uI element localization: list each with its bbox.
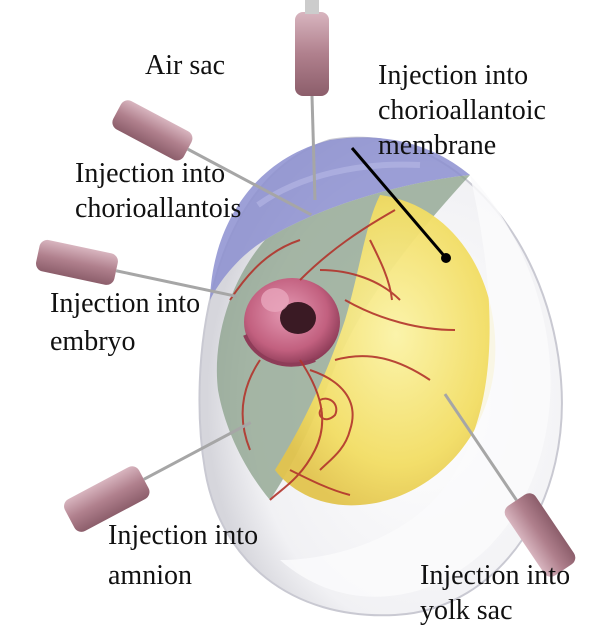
label-cam-line3: membrane [378, 130, 496, 162]
label-yolk-line2: yolk sac [420, 595, 513, 627]
embryo [244, 278, 340, 366]
label-chorio-line1: Injection into [75, 158, 225, 190]
label-embryo-line2: embryo [50, 326, 136, 358]
label-air-sac: Air sac [145, 50, 225, 82]
label-embryo-line1: Injection into [50, 288, 200, 320]
label-cam-line2: chorioallantoic [378, 95, 546, 127]
cam-pointer-dot [441, 253, 451, 263]
label-amnion-line1: Injection into [108, 520, 258, 552]
label-yolk-line1: Injection into [420, 560, 570, 592]
label-cam-line1: Injection into [378, 60, 528, 92]
label-amnion-line2: amnion [108, 560, 192, 592]
label-chorio-line2: chorioallantois [75, 193, 241, 225]
